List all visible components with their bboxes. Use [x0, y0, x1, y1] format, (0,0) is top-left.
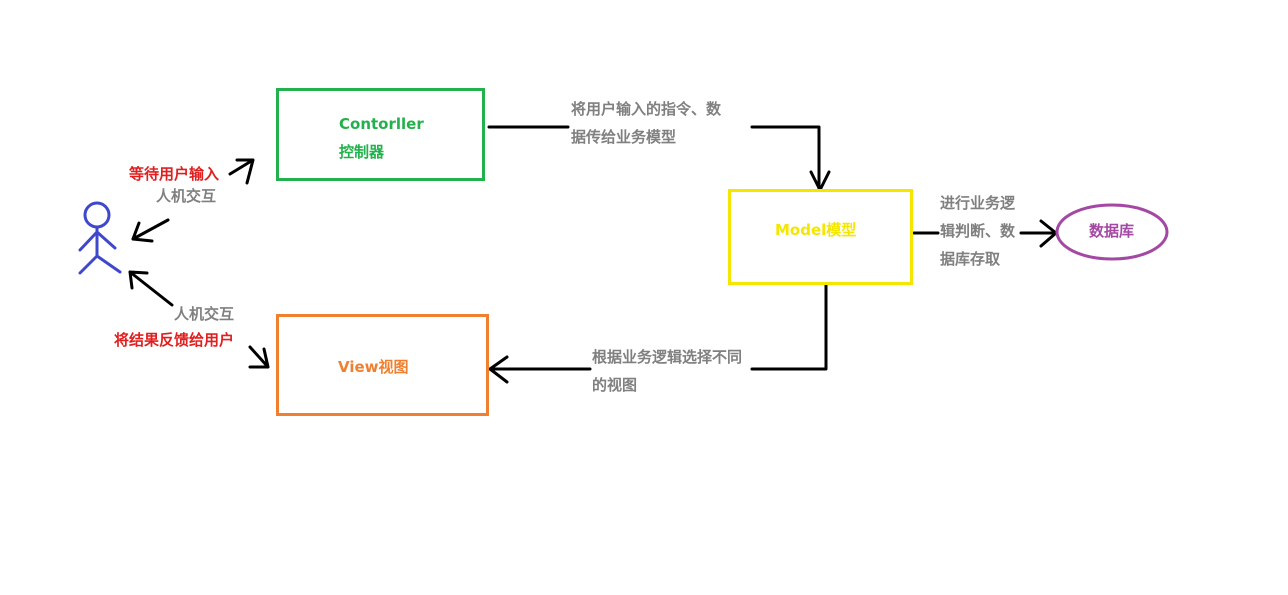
edge-label-model-db-2: 辑判断、数 — [940, 222, 1016, 240]
model-title: Model模型 — [775, 221, 857, 239]
edge-label-feedback: 将结果反馈给用户 — [114, 331, 235, 349]
edge-label-interaction-bottom: 人机交互 — [174, 305, 235, 323]
database-label: 数据库 — [1089, 222, 1135, 240]
controller-title: Contorller — [339, 115, 424, 133]
edge-label-model-view-2: 的视图 — [592, 376, 638, 394]
controller-subtitle: 控制器 — [339, 143, 385, 161]
arrow-model-to-view — [488, 283, 828, 384]
view-box — [276, 314, 489, 416]
edge-label-interaction-top: 人机交互 — [156, 187, 217, 205]
edge-label-controller-model-1: 将用户输入的指令、数 — [571, 100, 722, 118]
arrow-user-to-view — [248, 345, 270, 369]
database-ellipse — [1055, 203, 1169, 261]
model-box — [728, 189, 913, 285]
controller-box — [276, 88, 485, 181]
edge-label-model-db-1: 进行业务逻 — [940, 194, 1016, 212]
arrow-controller-to-user — [131, 218, 170, 243]
edge-label-wait-input: 等待用户输入 — [129, 165, 220, 183]
view-title: View视图 — [338, 358, 409, 376]
stick-figure-icon — [78, 201, 122, 275]
arrow-user-to-controller — [228, 158, 255, 185]
edge-label-model-view-1: 根据业务逻辑选择不同 — [592, 348, 743, 366]
edge-label-controller-model-2: 据传给业务模型 — [571, 128, 677, 146]
arrow-view-to-user — [128, 270, 174, 307]
edge-label-model-db-3: 据库存取 — [940, 250, 1001, 268]
